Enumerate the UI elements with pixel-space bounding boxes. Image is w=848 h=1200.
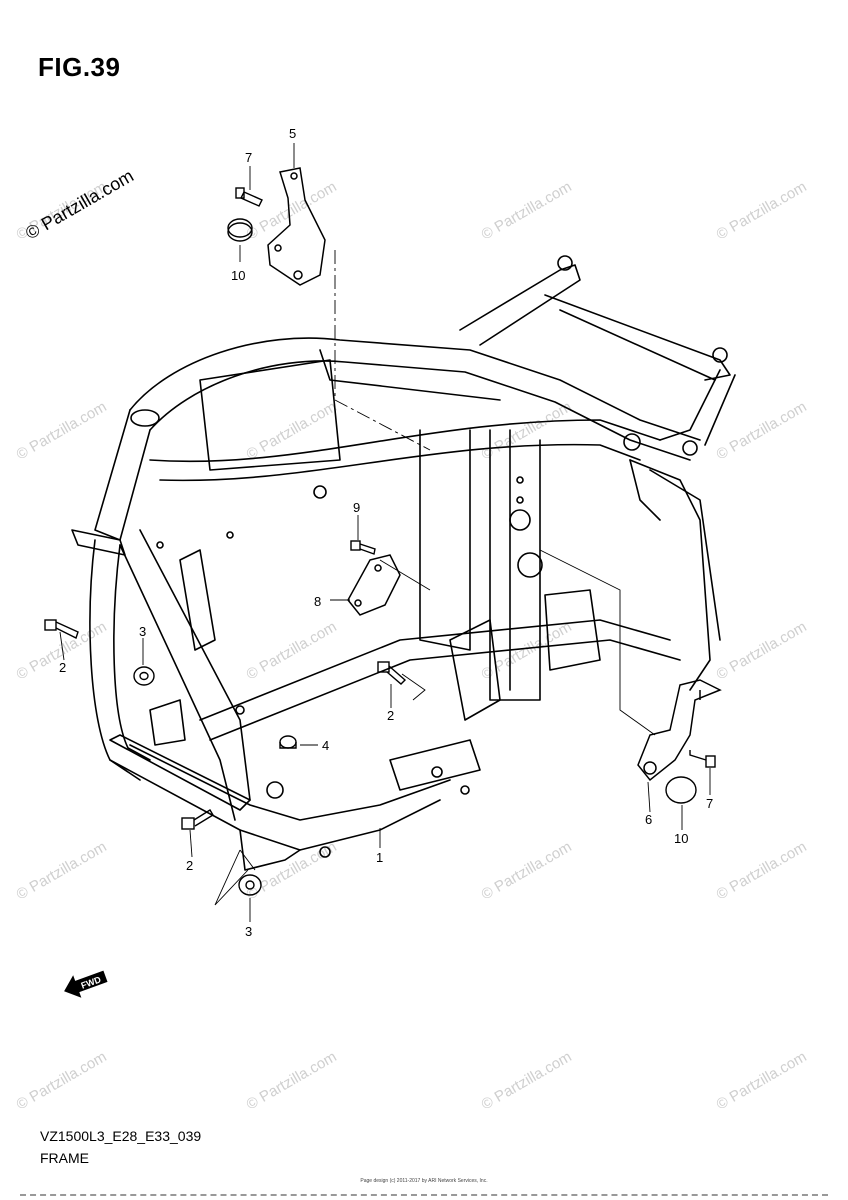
watermark: © Partzilla.com — [714, 1048, 810, 1113]
watermark: © Partzilla.com — [714, 838, 810, 903]
callout-2-center[interactable]: 2 — [387, 708, 394, 723]
watermark: © Partzilla.com — [479, 838, 575, 903]
watermark: © Partzilla.com — [14, 838, 110, 903]
cap-part-10-lower[interactable] — [665, 776, 697, 804]
callout-3-upper[interactable]: 3 — [139, 624, 146, 639]
callout-1[interactable]: 1 — [376, 850, 383, 865]
leader-lines — [59, 143, 711, 922]
forward-arrow-icon: FWD — [64, 970, 108, 998]
watermark: © Partzilla.com — [714, 618, 810, 683]
callout-10-upper[interactable]: 10 — [231, 268, 245, 283]
watermark: © Partzilla.com — [479, 398, 575, 463]
bracket-part-5[interactable] — [267, 167, 326, 286]
callout-8[interactable]: 8 — [314, 594, 321, 609]
callout-4[interactable]: 4 — [322, 738, 329, 753]
plug-part-4[interactable] — [279, 735, 297, 749]
bolt-part-9[interactable] — [350, 540, 376, 555]
section-name: FRAME — [40, 1150, 89, 1166]
bolt-part-7-upper[interactable] — [235, 187, 263, 207]
callout-10-lower[interactable]: 10 — [674, 831, 688, 846]
callout-2-lower[interactable]: 2 — [186, 858, 193, 873]
bolt-part-7-lower[interactable] — [689, 750, 716, 768]
callout-7-upper[interactable]: 7 — [245, 150, 252, 165]
callout-5[interactable]: 5 — [289, 126, 296, 141]
footer-divider — [20, 1194, 828, 1199]
callout-9[interactable]: 9 — [353, 500, 360, 515]
bracket-part-8[interactable] — [347, 554, 401, 616]
footer-copyright: Page design (c) 2011-2017 by ARI Network… — [360, 1178, 488, 1184]
watermark: © Partzilla.com — [244, 1048, 340, 1113]
nut-part-3-upper[interactable] — [133, 666, 155, 686]
watermark: © Partzilla.com — [714, 178, 810, 243]
main-frame-part[interactable] — [71, 255, 736, 871]
watermark: © Partzilla.com — [14, 1048, 110, 1113]
bolt-part-2-lower[interactable] — [181, 809, 214, 830]
watermark: © Partzilla.com — [714, 398, 810, 463]
callout-6[interactable]: 6 — [645, 812, 652, 827]
watermark: © Partzilla.com — [14, 398, 110, 463]
figure-title: FIG.39 — [38, 52, 121, 82]
watermark: © Partzilla.com — [479, 1048, 575, 1113]
bolt-part-2-left[interactable] — [44, 619, 79, 639]
watermark: © Partzilla.com — [479, 178, 575, 243]
watermark: © Partzilla.com — [244, 618, 340, 683]
bracket-part-6[interactable] — [637, 679, 722, 782]
cap-part-10-upper[interactable] — [227, 218, 253, 242]
watermark-vertical: © Partzilla.com — [22, 165, 137, 243]
callout-labels: 1 2 2 2 3 3 4 5 6 7 7 8 9 10 10 — [59, 126, 713, 939]
callout-3-lower[interactable]: 3 — [245, 924, 252, 939]
bolt-part-2-center[interactable] — [377, 661, 407, 685]
model-code: VZ1500L3_E28_E33_039 — [40, 1128, 202, 1144]
callout-7-lower[interactable]: 7 — [706, 796, 713, 811]
forward-arrow-label: FWD — [80, 974, 103, 991]
watermark: © Partzilla.com — [244, 178, 340, 243]
callout-2-left[interactable]: 2 — [59, 660, 66, 675]
nut-part-3-lower[interactable] — [238, 874, 262, 896]
